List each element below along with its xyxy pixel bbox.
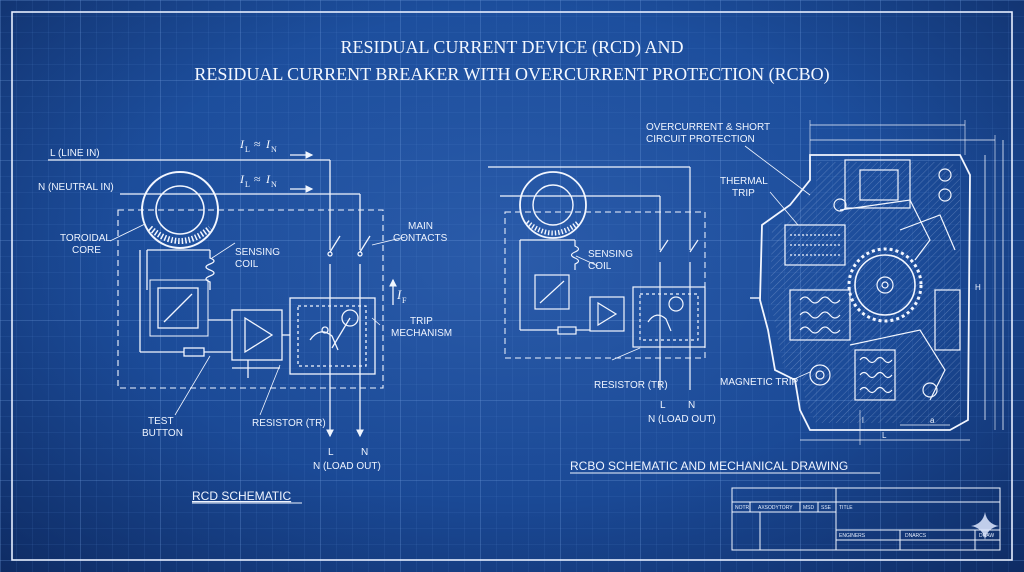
label-sensing: SENSING bbox=[235, 247, 280, 258]
dim-label-h: H bbox=[975, 283, 981, 292]
label-thermal-trip: TRIP bbox=[732, 188, 755, 199]
rcbo-label-resistor: RESISTOR (TR) bbox=[594, 380, 668, 391]
label-contacts: CONTACTS bbox=[393, 233, 448, 244]
label-out-n: N bbox=[361, 447, 368, 458]
caption-rcbo: RCBO SCHEMATIC AND MECHANICAL DRAWING bbox=[570, 459, 848, 473]
label-mechanism: MECHANISM bbox=[391, 328, 452, 339]
label-thermal: THERMAL bbox=[720, 176, 768, 187]
svg-text:I: I bbox=[396, 287, 402, 302]
label-circuit-protection: CIRCUIT PROTECTION bbox=[646, 134, 755, 145]
dim-label-l: L bbox=[882, 431, 887, 440]
label-button: BUTTON bbox=[142, 428, 183, 439]
title-line-1: RESIDUAL CURRENT DEVICE (RCD) AND bbox=[340, 37, 683, 58]
label-core: CORE bbox=[72, 245, 101, 256]
title-block bbox=[731, 487, 1001, 551]
rcd-schematic bbox=[48, 151, 406, 438]
svg-text:L: L bbox=[245, 145, 250, 154]
svg-text:≈: ≈ bbox=[254, 172, 261, 186]
label-resistor-rcd: RESISTOR (TR) bbox=[252, 418, 326, 429]
dim-label-l-small: l bbox=[862, 416, 864, 425]
svg-text:N: N bbox=[271, 180, 277, 189]
label-overcurrent: OVERCURRENT & SHORT bbox=[646, 122, 770, 133]
svg-text:I: I bbox=[239, 172, 245, 186]
rcbo-label-out-n: N bbox=[688, 400, 695, 411]
svg-text:I: I bbox=[265, 137, 271, 151]
svg-text:N: N bbox=[271, 145, 277, 154]
tb-cell-title: TITLE bbox=[839, 505, 853, 511]
label-il-approx-in-top: I L ≈ I N bbox=[239, 137, 277, 154]
rcbo-label-out-l: L bbox=[660, 400, 666, 411]
sparkle-icon bbox=[971, 512, 999, 540]
label-neutral-in: N (NEUTRAL IN) bbox=[38, 182, 114, 193]
label-coil: COIL bbox=[235, 259, 259, 270]
svg-text:F: F bbox=[402, 296, 407, 305]
svg-text:I: I bbox=[265, 172, 271, 186]
label-toroidal: TOROIDAL bbox=[60, 233, 111, 244]
label-trip: TRIP bbox=[410, 316, 433, 327]
sheet-border bbox=[11, 11, 1013, 561]
tb-cell-dnarcs: DNARCS bbox=[905, 533, 927, 539]
label-if: I F bbox=[396, 287, 407, 305]
rcbo-mechanical-drawing bbox=[744, 120, 1004, 445]
tb-cell-msd: MSD bbox=[803, 505, 815, 511]
label-il-approx-in-bottom: I L ≈ I N bbox=[239, 172, 277, 189]
tb-cell-axsodytory: AXSODYTORY bbox=[758, 505, 793, 511]
label-test: TEST bbox=[148, 416, 174, 427]
title-line-2: RESIDUAL CURRENT BREAKER WITH OVERCURREN… bbox=[194, 64, 829, 85]
rcbo-label-load-out: N (LOAD OUT) bbox=[648, 414, 716, 425]
svg-text:I: I bbox=[239, 137, 245, 151]
dim-label-a: a bbox=[930, 416, 935, 425]
rcbo-label-sensing: SENSING bbox=[588, 249, 633, 260]
svg-text:L: L bbox=[245, 180, 250, 189]
label-line-in: L (LINE IN) bbox=[50, 148, 100, 159]
svg-text:≈: ≈ bbox=[254, 137, 261, 151]
caption-rcd-schematic: RCD SCHEMATIC bbox=[192, 489, 291, 503]
tb-cell-sse: SSE bbox=[821, 505, 832, 511]
label-load-out: N (LOAD OUT) bbox=[313, 461, 381, 472]
rcbo-label-coil: COIL bbox=[588, 261, 612, 272]
label-out-l: L bbox=[328, 447, 334, 458]
tb-cell-draw: DRAW bbox=[979, 533, 994, 539]
tb-cell-enginers: ENGINERS bbox=[839, 533, 866, 539]
tb-cell-notr: NOTR bbox=[735, 505, 750, 511]
rcbo-schematic bbox=[488, 166, 706, 390]
label-main: MAIN bbox=[408, 221, 433, 232]
label-magnetic-trip: MAGNETIC TRIP bbox=[720, 377, 798, 388]
